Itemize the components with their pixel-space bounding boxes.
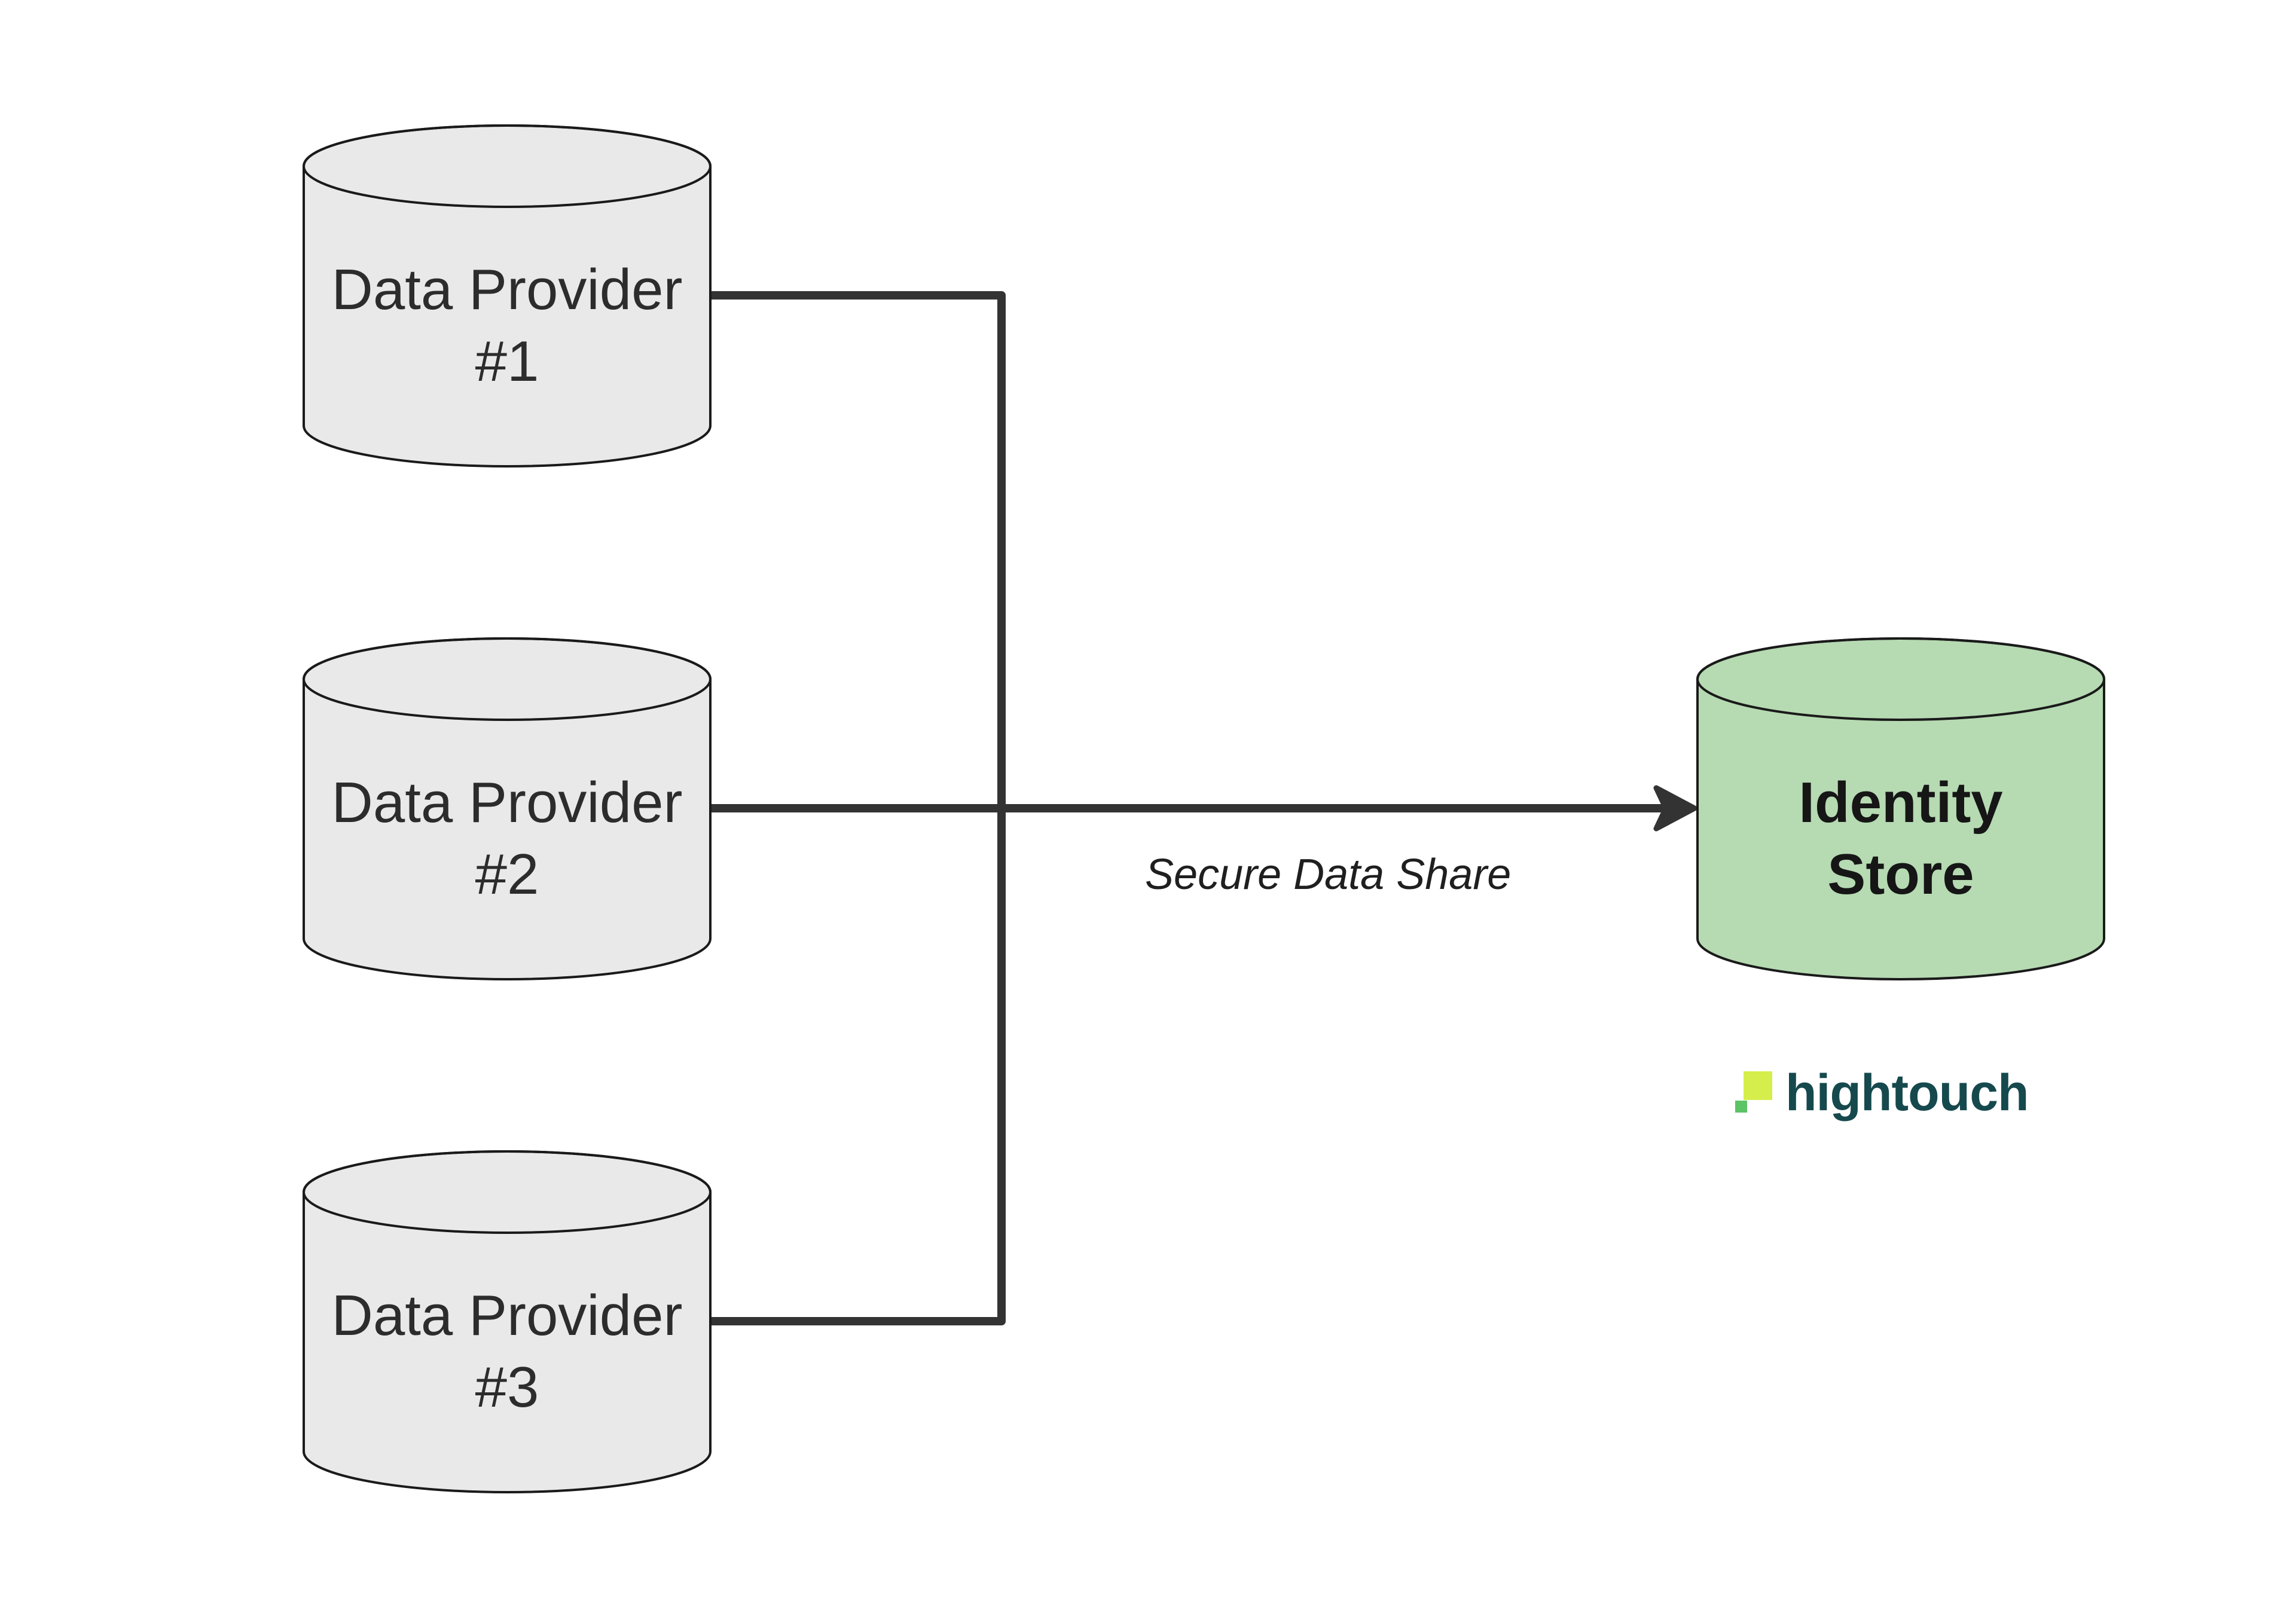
data-provider-1-node: Data Provider #1 xyxy=(302,123,712,469)
node-label-line: Identity xyxy=(1799,771,2003,835)
hightouch-logo: hightouch xyxy=(1734,1064,2093,1122)
data-provider-3-node: Data Provider #3 xyxy=(302,1149,712,1495)
data-provider-2-node: Data Provider #2 xyxy=(302,636,712,982)
hightouch-logo-mark-icon xyxy=(1735,1071,1772,1113)
hightouch-wordmark: hightouch xyxy=(1785,1064,2029,1122)
database-cylinder-icon xyxy=(303,1150,712,1493)
node-label-line: #3 xyxy=(475,1355,539,1419)
edge-label-secure-data-share: Secure Data Share xyxy=(1145,851,1512,899)
data-provider-2-label: Data Provider #2 xyxy=(302,714,712,964)
node-label-line: Data Provider xyxy=(331,771,683,835)
identity-store-label: Identity Store xyxy=(1696,714,2106,964)
bracket-connector xyxy=(709,291,1006,1325)
node-label-line: Data Provider xyxy=(331,1284,683,1348)
identity-store-node: Identity Store xyxy=(1696,636,2106,982)
data-provider-3-label: Data Provider #3 xyxy=(302,1227,712,1477)
node-label-line: #1 xyxy=(475,329,539,393)
database-cylinder-icon xyxy=(303,124,712,468)
node-label-line: #2 xyxy=(475,842,539,906)
node-label-line: Store xyxy=(1827,842,1974,906)
data-provider-1-label: Data Provider #1 xyxy=(302,201,712,451)
arrowhead-icon xyxy=(1653,785,1697,832)
node-label-line: Data Provider xyxy=(331,258,683,322)
database-cylinder-icon xyxy=(1696,637,2105,980)
database-cylinder-icon xyxy=(303,637,712,980)
